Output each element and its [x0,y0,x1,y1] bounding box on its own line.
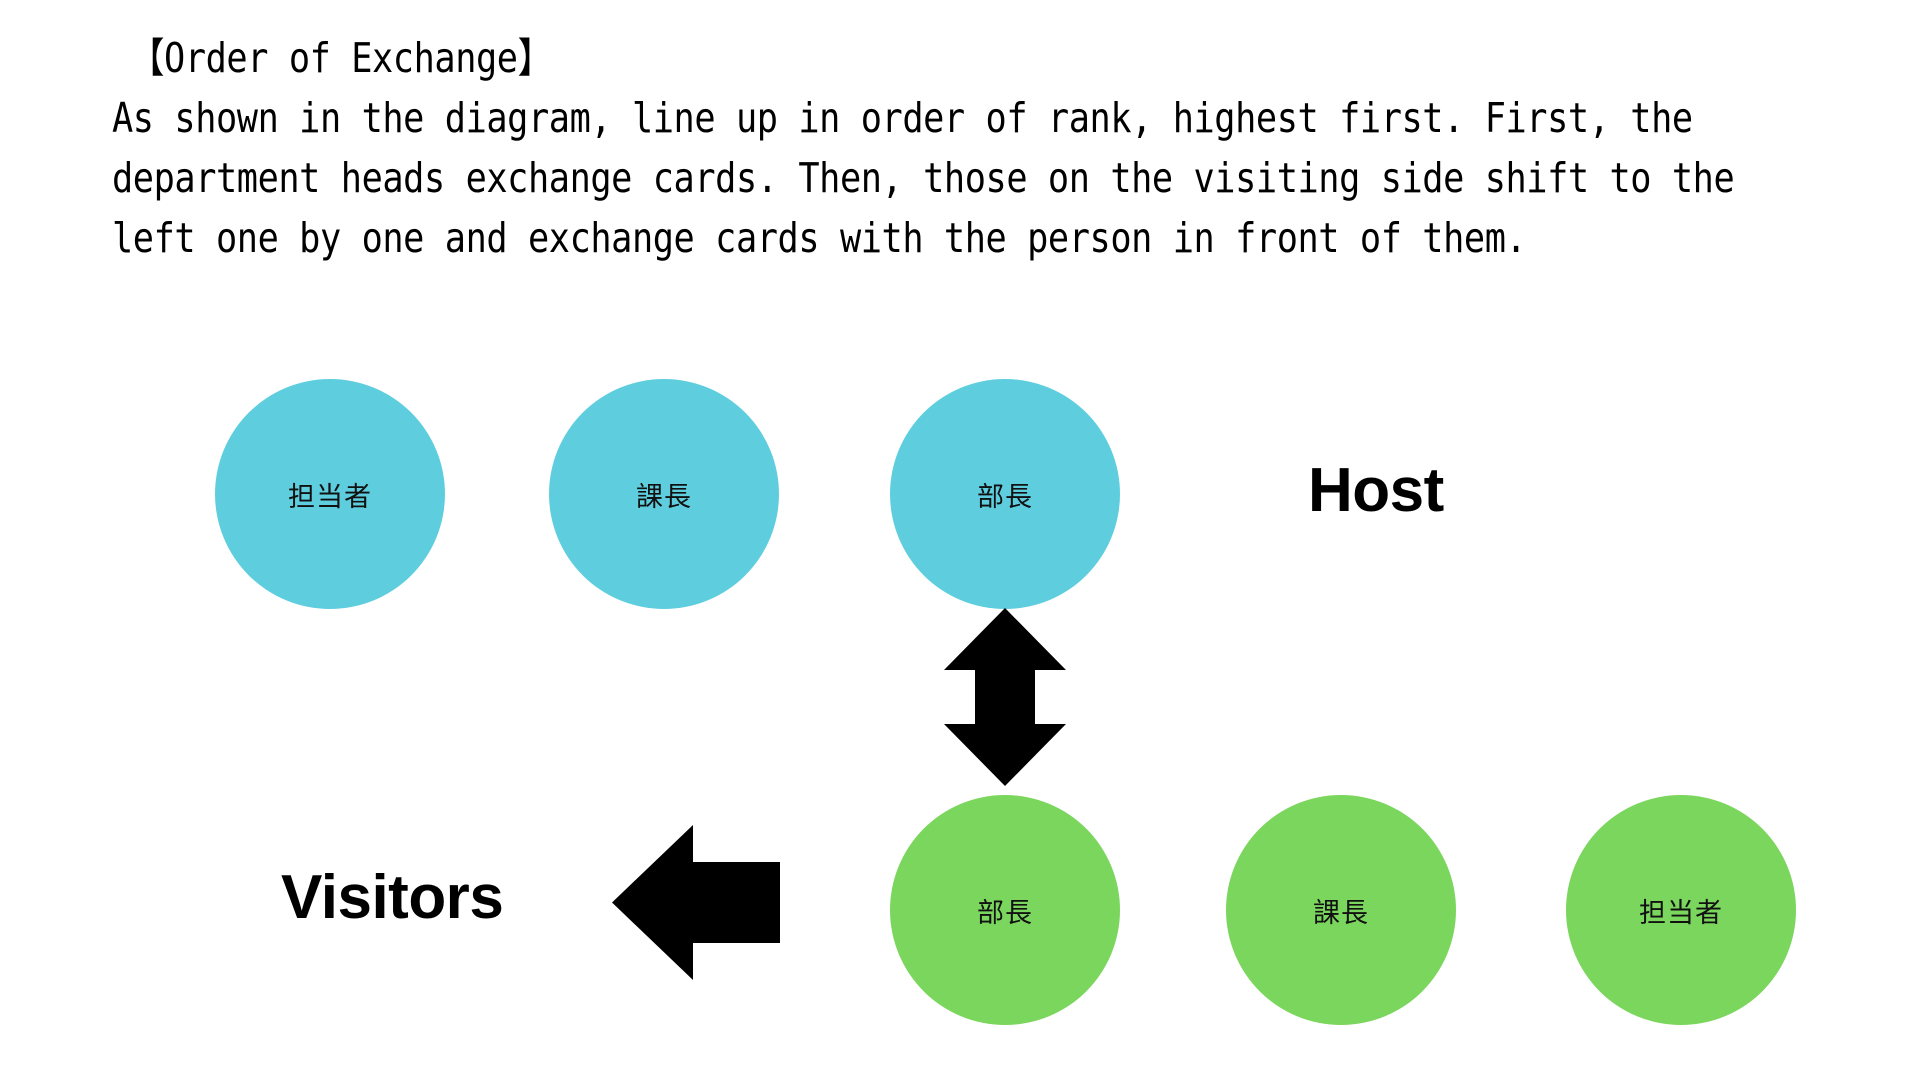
visitor-circle-section-chief[interactable]: 課長 [1226,795,1456,1025]
host-circle-department-head[interactable]: 部長 [890,379,1120,609]
instruction-line-2: department heads exchange cards. Then, t… [112,154,1735,202]
visitor-circle-label-section-chief: 課長 [1313,897,1369,929]
vertical-double-arrow-icon [944,608,1066,786]
page-title: 【Order of Exchange】 [129,34,553,82]
instruction-text-block: 【Order of Exchange】 As shown in the diag… [112,28,1832,268]
host-group-label: Host [1308,456,1444,525]
visitor-circle-label-staff-member: 担当者 [1639,897,1723,929]
host-circle-label-section-chief: 課長 [636,481,692,513]
instruction-line-3: left one by one and exchange cards with … [112,214,1527,262]
host-circle-label-staff-member: 担当者 [288,481,372,513]
visitor-group-label: Visitors [281,863,504,932]
left-block-arrow-icon [612,825,780,980]
visitor-circle-staff-member[interactable]: 担当者 [1566,795,1796,1025]
visitor-circle-department-head[interactable]: 部長 [890,795,1120,1025]
visitor-circle-label-department-head: 部長 [977,897,1033,929]
host-circle-label-department-head: 部長 [977,481,1033,513]
host-circle-section-chief[interactable]: 課長 [549,379,779,609]
host-circle-staff-member[interactable]: 担当者 [215,379,445,609]
instruction-line-1: As shown in the diagram, line up in orde… [112,94,1693,142]
